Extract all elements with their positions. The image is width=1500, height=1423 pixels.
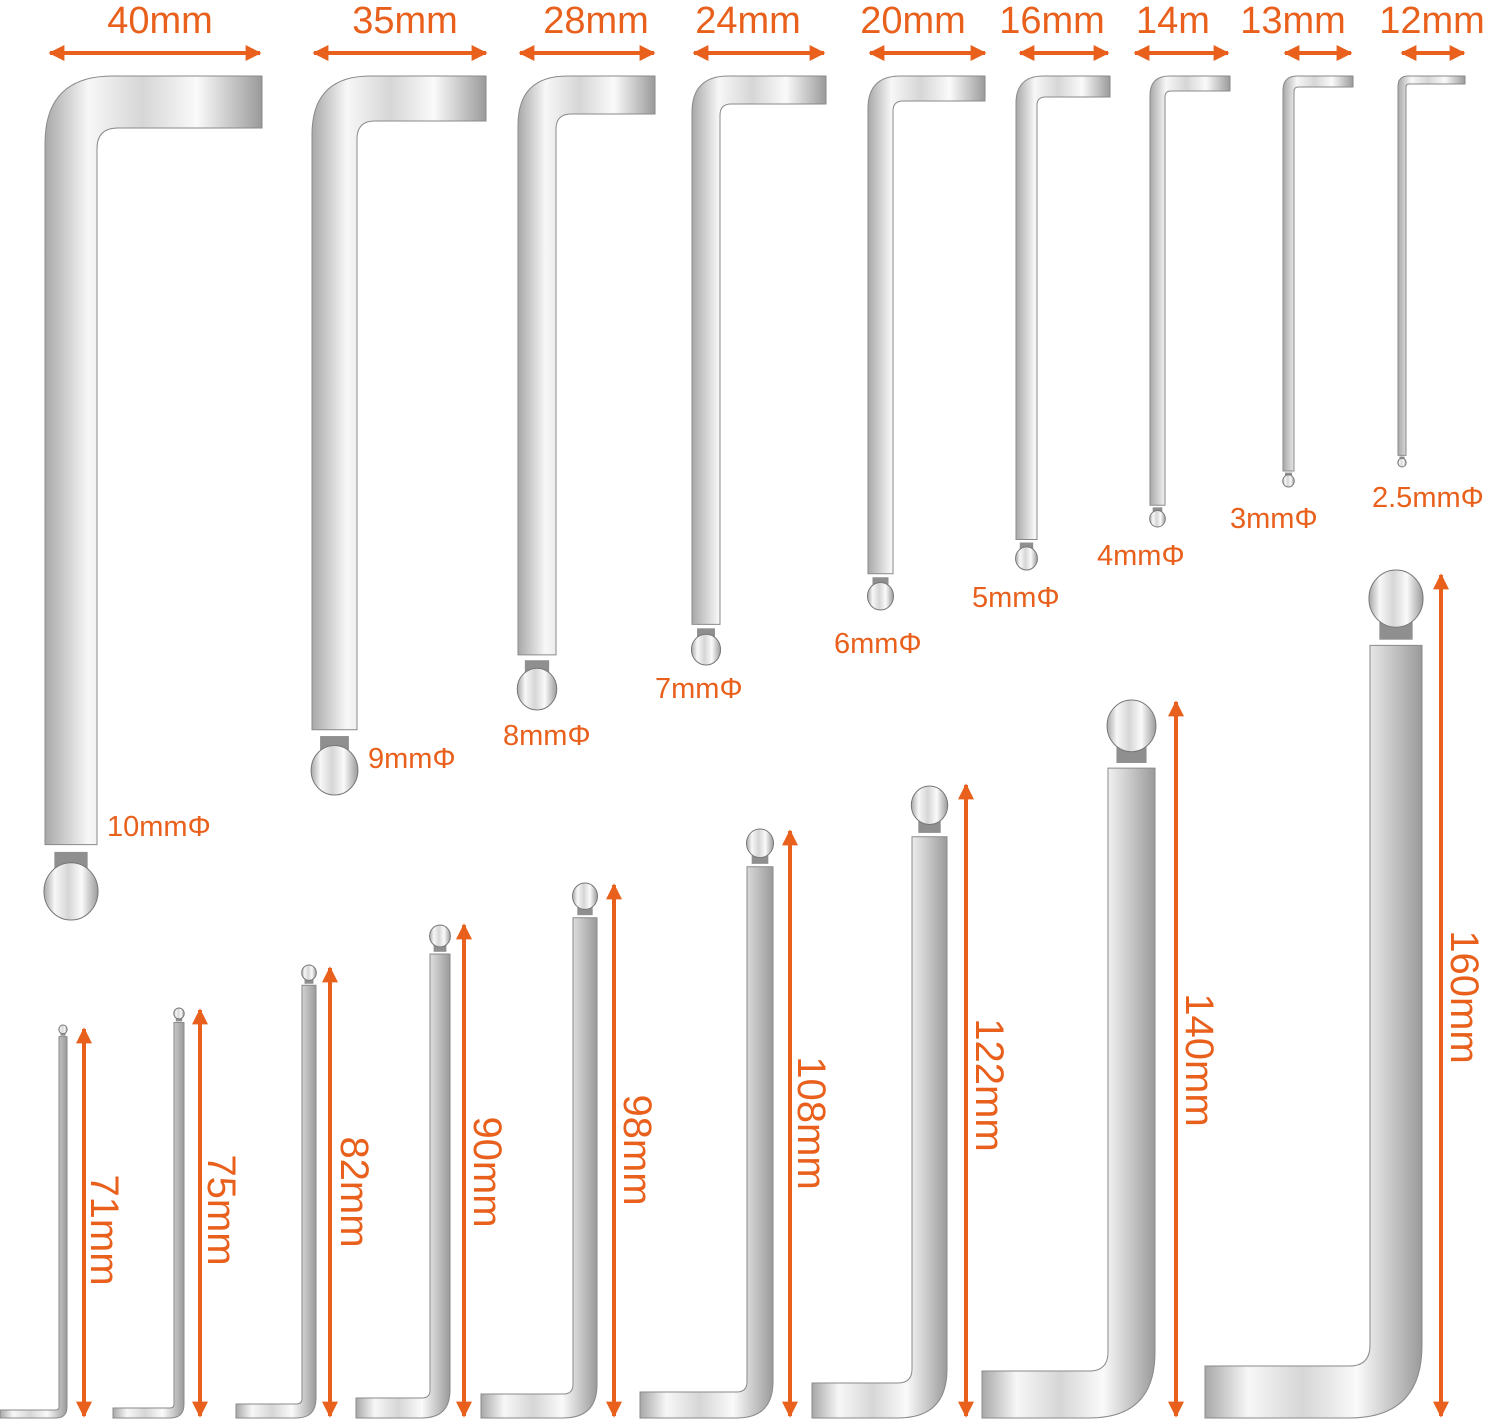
arm-length-label: 35mm [352,0,458,42]
ball-end [516,667,558,711]
ball-end [1282,474,1295,488]
diameter-label: 7mmΦ [655,673,743,705]
bottom-row-wrenches: 71mm 75mm 82mm 90mm 98mm 108mm 122mm 140mm 160mm [0,569,1486,1419]
ball-neck [697,628,715,639]
ball-end [310,745,359,796]
ball-end [1368,569,1424,628]
length-label: 140mm [1177,993,1221,1126]
hex-key-body [235,984,317,1419]
ball-end [1149,510,1166,528]
arm-length-label: 12mm [1379,0,1485,42]
hex-key-body [691,75,827,625]
diameter-label: 4mmΦ [1097,540,1185,572]
ball-neck [60,1032,66,1036]
hex-key-body [0,1036,68,1419]
diameter-label: 6mmΦ [834,628,922,660]
top-wrench-2: 35mm 9mmΦ [310,0,488,796]
top-wrench-9: 12mm 2.5mmΦ [1372,0,1485,514]
top-wrench-5: 20mm 6mmΦ [834,0,987,660]
ball-end [1015,546,1038,571]
hex-key-body [867,75,986,575]
arm-length-label: 13mm [1240,0,1346,42]
hex-key-body [1282,75,1354,472]
top-wrench-3: 28mm 8mmΦ [503,0,656,752]
top-wrench-7: 14m 4mmΦ [1097,0,1231,572]
bottom-wrench-9: 160mm [1204,569,1486,1419]
hex-key-body [1015,75,1111,541]
length-label: 122mm [967,1018,1011,1151]
bottom-wrench-8: 140mm [981,699,1221,1419]
length-label: 90mm [465,1116,509,1227]
ball-neck [304,978,314,984]
hex-key-body [311,75,487,731]
arm-length-label: 14m [1136,0,1210,42]
ball-neck [1152,507,1163,513]
ball-end [690,633,722,666]
ball-end [301,964,317,981]
hex-key-body [639,866,774,1419]
ball-end [1106,699,1157,753]
ball-neck [751,854,769,864]
diameter-label: 5mmΦ [972,582,1060,614]
top-wrench-1: 40mm 10mmΦ [43,0,263,921]
arm-length-label: 40mm [107,0,213,42]
bottom-wrench-6: 108mm [639,828,833,1419]
length-label: 108mm [789,1056,833,1189]
arm-length-label: 28mm [543,0,649,42]
ball-neck [872,577,889,586]
hex-key-body [1397,75,1466,456]
ball-end [910,785,949,825]
arm-length-label: 24mm [695,0,801,42]
ball-end [572,882,598,910]
bottom-wrench-4: 90mm [355,923,509,1419]
ball-end [429,924,451,948]
diameter-label: 8mmΦ [503,720,591,752]
ball-neck [1019,542,1034,550]
bottom-wrench-3: 82mm [235,964,376,1419]
hex-key-body [811,836,948,1419]
bottom-wrench-2: 75mm [112,1007,243,1419]
ball-neck [577,906,593,916]
bottom-wrench-7: 122mm [811,783,1011,1419]
hex-key-body [981,767,1156,1419]
arm-length-label: 20mm [860,0,966,42]
length-label: 98mm [615,1094,659,1205]
hex-key-body [355,953,451,1419]
ball-end [867,582,894,611]
bottom-wrench-1: 71mm [0,1024,126,1419]
top-wrench-6: 16mm 5mmΦ [972,0,1111,614]
ball-end [43,862,99,921]
ball-end [1397,457,1407,468]
hex-key-body [480,917,598,1419]
ball-end [58,1024,68,1035]
hex-key-body [44,75,263,846]
hex-key-body [112,1022,185,1419]
top-row-wrenches: 40mm 10mmΦ 35mm 9mmΦ 28mm 8mmΦ 24mm 7mmΦ 20mm 6mm… [43,0,1485,921]
hex-key-body [1149,75,1231,506]
diameter-label: 9mmΦ [368,743,456,775]
length-label: 160mm [1442,930,1486,1063]
top-wrench-8: 13mm 3mmΦ [1230,0,1354,535]
bottom-wrench-5: 98mm [480,882,659,1419]
diameter-label: 3mmΦ [1230,503,1318,535]
arm-length-label: 16mm [999,0,1105,42]
ball-end [745,828,775,859]
length-label: 82mm [332,1136,376,1247]
hex-key-body [517,75,656,656]
length-label: 71mm [82,1174,126,1285]
diameter-label: 2.5mmΦ [1372,482,1484,514]
hex-key-body [1204,644,1423,1419]
ball-neck [175,1017,183,1022]
ball-end [173,1007,185,1020]
ball-neck [433,944,447,952]
diameter-label: 10mmΦ [107,811,211,843]
top-wrench-4: 24mm 7mmΦ [655,0,827,705]
length-label: 75mm [199,1154,243,1265]
